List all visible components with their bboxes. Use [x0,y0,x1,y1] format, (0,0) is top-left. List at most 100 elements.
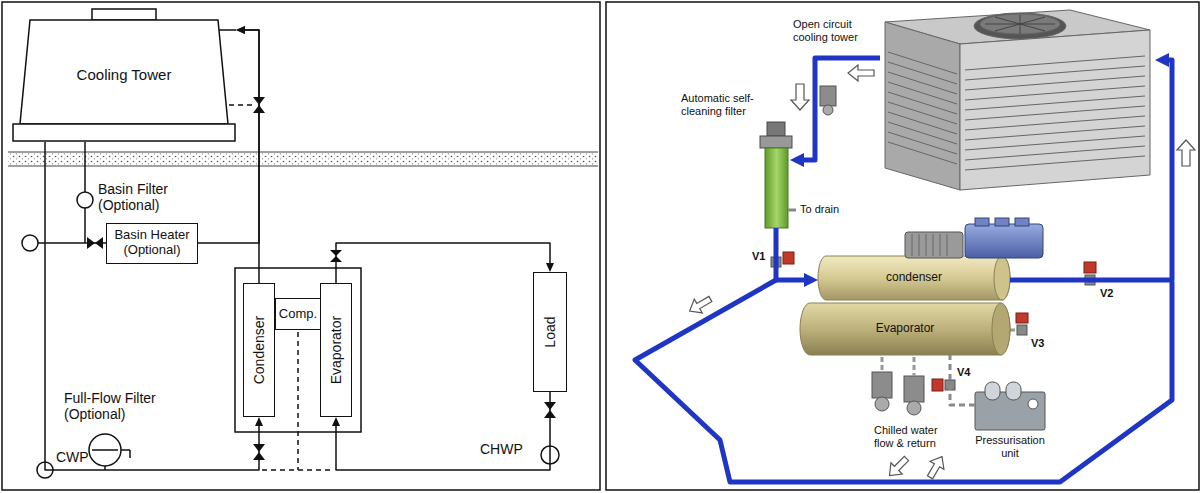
heater-box: Basin Heater (Optional) [106,223,198,264]
pump-illustration [907,401,921,415]
pressurisation-illustration [1028,399,1038,409]
water-pipe [776,228,804,280]
flow-arrow [1177,140,1195,166]
ground-band [8,166,598,167]
flow-arrow [884,453,912,481]
compressor-illustration [965,224,1043,258]
filter-illustration [760,122,796,228]
node-label: Basin Heater (Optional) [107,228,197,258]
tower-illustration [965,156,1145,170]
filter-symbol [89,434,121,466]
compressor-illustration [933,234,934,256]
self-cleaning-filter: Automatic self-cleaning filter [763,140,790,228]
node-label: condenser [886,271,942,285]
pressurisation-illustration [975,382,1045,430]
pump-symbol [22,235,38,251]
flow-arrow [923,453,949,482]
bypass-pipe [635,280,1172,482]
valve-actuator [1016,313,1028,323]
node-label: Evaporator [876,322,935,336]
water-pipe [1010,60,1172,280]
pressurisation-illustration [985,382,1000,400]
vessel-illustration [994,256,1010,300]
tower-illustration [888,62,957,84]
valve-label: V4 [957,366,970,379]
compressor-illustration [919,234,920,256]
ground-band [8,152,598,153]
drain-label: To drain [800,203,839,216]
valve-label: V3 [1031,337,1044,350]
pipe-line [336,243,550,283]
valve-actuator [932,379,943,391]
flow-label: Chilled water flow & return [874,424,954,449]
filter-label: Basin Filter (Optional) [98,181,190,213]
pump-illustration [904,376,924,402]
tower-outline [92,9,156,20]
tower-illustration [980,14,1060,34]
pipework [228,104,252,106]
filter-illustration [760,136,792,148]
tower-illustration [888,132,957,154]
evaporator-vessel: Evaporator [800,303,1010,355]
pump-illustration [823,105,833,115]
pipe-line [336,392,550,470]
vessel-illustration [800,256,1010,355]
chilled-water-pipe [913,357,916,376]
node-label: Condenser [251,316,267,385]
compressor-illustration [940,234,941,256]
tower-illustration [888,92,957,114]
panel-frame [2,2,600,490]
pipework [235,268,361,432]
compressor-box: Comp. [275,298,321,330]
node-label: Evaporator [328,316,344,384]
valve-actuator [783,252,1096,391]
filter-symbol [92,449,118,451]
flow-arrow [686,65,1195,481]
tower-illustration [888,142,957,164]
tower-illustration [888,52,957,74]
node-label: Automatic self-cleaning filter [681,92,769,117]
filter-illustration [788,209,796,212]
pipework [129,450,131,458]
pressurisation-unit: Pressurisation unit [975,382,1045,430]
condenser-vessel: condenser [818,255,1010,300]
pump-symbol [77,192,93,208]
ground-band [8,152,598,166]
compressor-illustration [1015,218,1029,226]
panel-frame [606,2,1199,490]
ground-band [8,152,598,166]
pump-illustration [820,86,836,106]
make-up-line [950,355,975,405]
pump-illustration [875,397,889,411]
valve-actuator [783,252,794,264]
filter-symbol [89,434,121,466]
valve-symbol [87,237,95,249]
compressor-illustration [975,218,989,226]
compressor-illustration [905,232,963,258]
tower-outline [13,9,236,141]
flow-arrow [791,84,809,110]
valve-actuator [1084,262,1096,273]
tower-illustration [974,13,1066,39]
tower-illustration [888,112,957,134]
tower-illustration [885,10,1150,190]
valve-symbol [87,97,556,460]
pump-symbol [22,192,559,478]
compressor-illustration [995,218,1009,226]
node-label: Open circuit cooling tower [793,18,867,43]
cooling-tower: Cooling Tower [12,8,236,142]
pipework [84,142,86,192]
tower-illustration [995,17,1045,31]
node-label: Cooling Tower [77,66,172,83]
evaporator-box: Evaporator [320,283,352,417]
valve-symbol [95,237,103,249]
tower-illustration [885,22,960,190]
tower-illustration [960,30,1150,190]
pipework [38,105,361,470]
pipework [121,449,130,451]
tower-illustration [888,102,957,124]
vessel-illustration [800,303,1010,355]
compressor-illustration [947,234,948,256]
